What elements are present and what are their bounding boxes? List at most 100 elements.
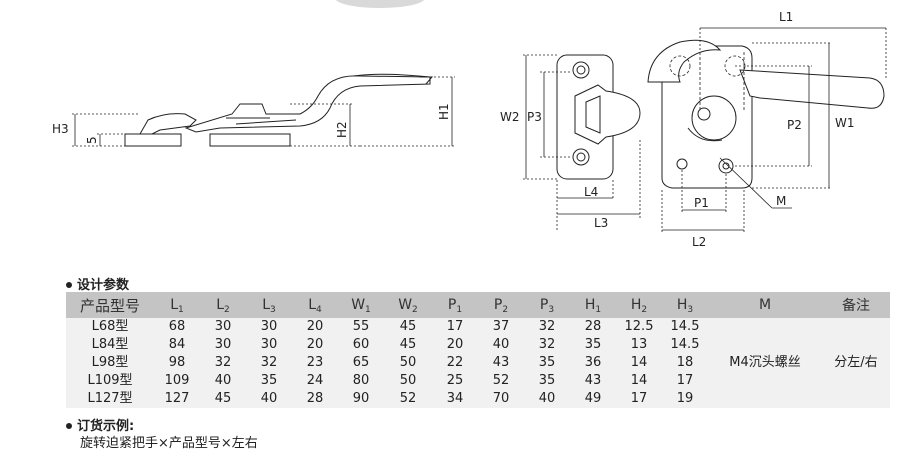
value-cell: 84: [154, 336, 200, 354]
model-cell: L84型: [66, 336, 154, 354]
value-cell: 35: [524, 372, 570, 390]
value-cell: 17: [432, 318, 478, 336]
value-cell: 30: [246, 318, 292, 336]
technical-drawings: H3 5 H2 H1: [52, 0, 887, 249]
bullet-icon: [66, 281, 72, 288]
handle-assembly-drawing: [647, 39, 885, 189]
header-cell: W2: [384, 292, 432, 318]
value-cell: 37: [478, 318, 524, 336]
value-cell: 40: [524, 390, 570, 408]
value-cell: 49: [570, 390, 616, 408]
header-main-text: M: [758, 297, 772, 313]
value-cell: 32: [246, 354, 292, 372]
header-main-text: H: [676, 297, 688, 313]
header-subscript: 1: [365, 305, 371, 315]
value-cell: 52: [384, 390, 432, 408]
header-cell: L3: [246, 292, 292, 318]
value-cell: 17: [662, 372, 708, 390]
bullet-icon: [66, 422, 72, 429]
header-subscript: 1: [595, 305, 602, 315]
header-subscript: 1: [456, 305, 463, 315]
value-cell: 13: [616, 336, 662, 354]
screw-spec-cell: M4沉头螺丝: [708, 318, 822, 408]
value-cell: 52: [478, 372, 524, 390]
label-l4: L4: [584, 185, 598, 199]
header-main-text: 备注: [842, 298, 870, 314]
value-cell: 14.5: [662, 336, 708, 354]
header-cell: H1: [570, 292, 616, 318]
value-cell: 22: [432, 354, 478, 372]
header-cell: H2: [616, 292, 662, 318]
label-m: M: [776, 194, 786, 208]
model-cell: L127型: [66, 390, 154, 408]
header-cell: H3: [662, 292, 708, 318]
value-cell: 35: [246, 372, 292, 390]
header-subscript: 2: [412, 305, 418, 315]
value-cell: 14: [616, 354, 662, 372]
value-cell: 12.5: [616, 318, 662, 336]
catch-plate-drawing: [556, 54, 641, 180]
label-h2: H2: [335, 121, 349, 138]
order-example-heading: 订货示例:: [66, 415, 134, 434]
value-cell: 23: [292, 354, 338, 372]
value-cell: 17: [616, 390, 662, 408]
header-cell: P3: [524, 292, 570, 318]
value-cell: 45: [200, 390, 246, 408]
value-cell: 40: [478, 336, 524, 354]
header-main-text: P: [447, 297, 457, 313]
value-cell: 19: [662, 390, 708, 408]
value-cell: 109: [154, 372, 200, 390]
value-cell: 14: [616, 372, 662, 390]
label-p3: P3: [527, 110, 542, 124]
value-cell: 45: [384, 318, 432, 336]
design-params-title: 设计参数: [77, 278, 130, 293]
value-cell: 43: [478, 354, 524, 372]
header-cell: P2: [478, 292, 524, 318]
model-cell: L109型: [66, 372, 154, 390]
product-photo-fragment: [335, 0, 425, 8]
header-cell: 备注: [822, 292, 890, 318]
header-subscript: 3: [548, 305, 555, 315]
value-cell: 35: [570, 336, 616, 354]
header-cell: W1: [338, 292, 384, 318]
label-h3: H3: [52, 122, 69, 136]
value-cell: 30: [200, 336, 246, 354]
value-cell: 45: [384, 336, 432, 354]
header-main-text: W: [351, 297, 366, 313]
order-example-title: 订货示例:: [77, 419, 135, 434]
value-cell: 25: [432, 372, 478, 390]
value-cell: 20: [292, 336, 338, 354]
note-cell: 分左/右: [822, 318, 890, 408]
value-cell: 28: [570, 318, 616, 336]
header-main-text: W: [398, 297, 413, 313]
header-subscript: 2: [641, 305, 648, 315]
value-cell: 36: [570, 354, 616, 372]
value-cell: 98: [154, 354, 200, 372]
value-cell: 35: [524, 354, 570, 372]
label-p1: P1: [694, 196, 709, 210]
value-cell: 50: [384, 372, 432, 390]
design-params-heading: 设计参数: [66, 274, 129, 293]
value-cell: 24: [292, 372, 338, 390]
header-main-text: H: [584, 297, 596, 313]
value-cell: 32: [524, 318, 570, 336]
value-cell: 60: [338, 336, 384, 354]
value-cell: 30: [200, 318, 246, 336]
value-cell: 20: [292, 318, 338, 336]
value-cell: 18: [662, 354, 708, 372]
label-l3: L3: [594, 216, 608, 230]
header-cell: 产品型号: [66, 292, 154, 318]
header-main-text: 产品型号: [79, 296, 140, 315]
header-subscript: 4: [316, 305, 322, 315]
label-h1: H1: [437, 103, 451, 120]
value-cell: 40: [246, 390, 292, 408]
header-main-text: H: [630, 297, 642, 313]
value-cell: 20: [432, 336, 478, 354]
header-cell: M: [708, 292, 822, 318]
model-cell: L98型: [66, 354, 154, 372]
side-view-dimensions: [72, 76, 455, 147]
